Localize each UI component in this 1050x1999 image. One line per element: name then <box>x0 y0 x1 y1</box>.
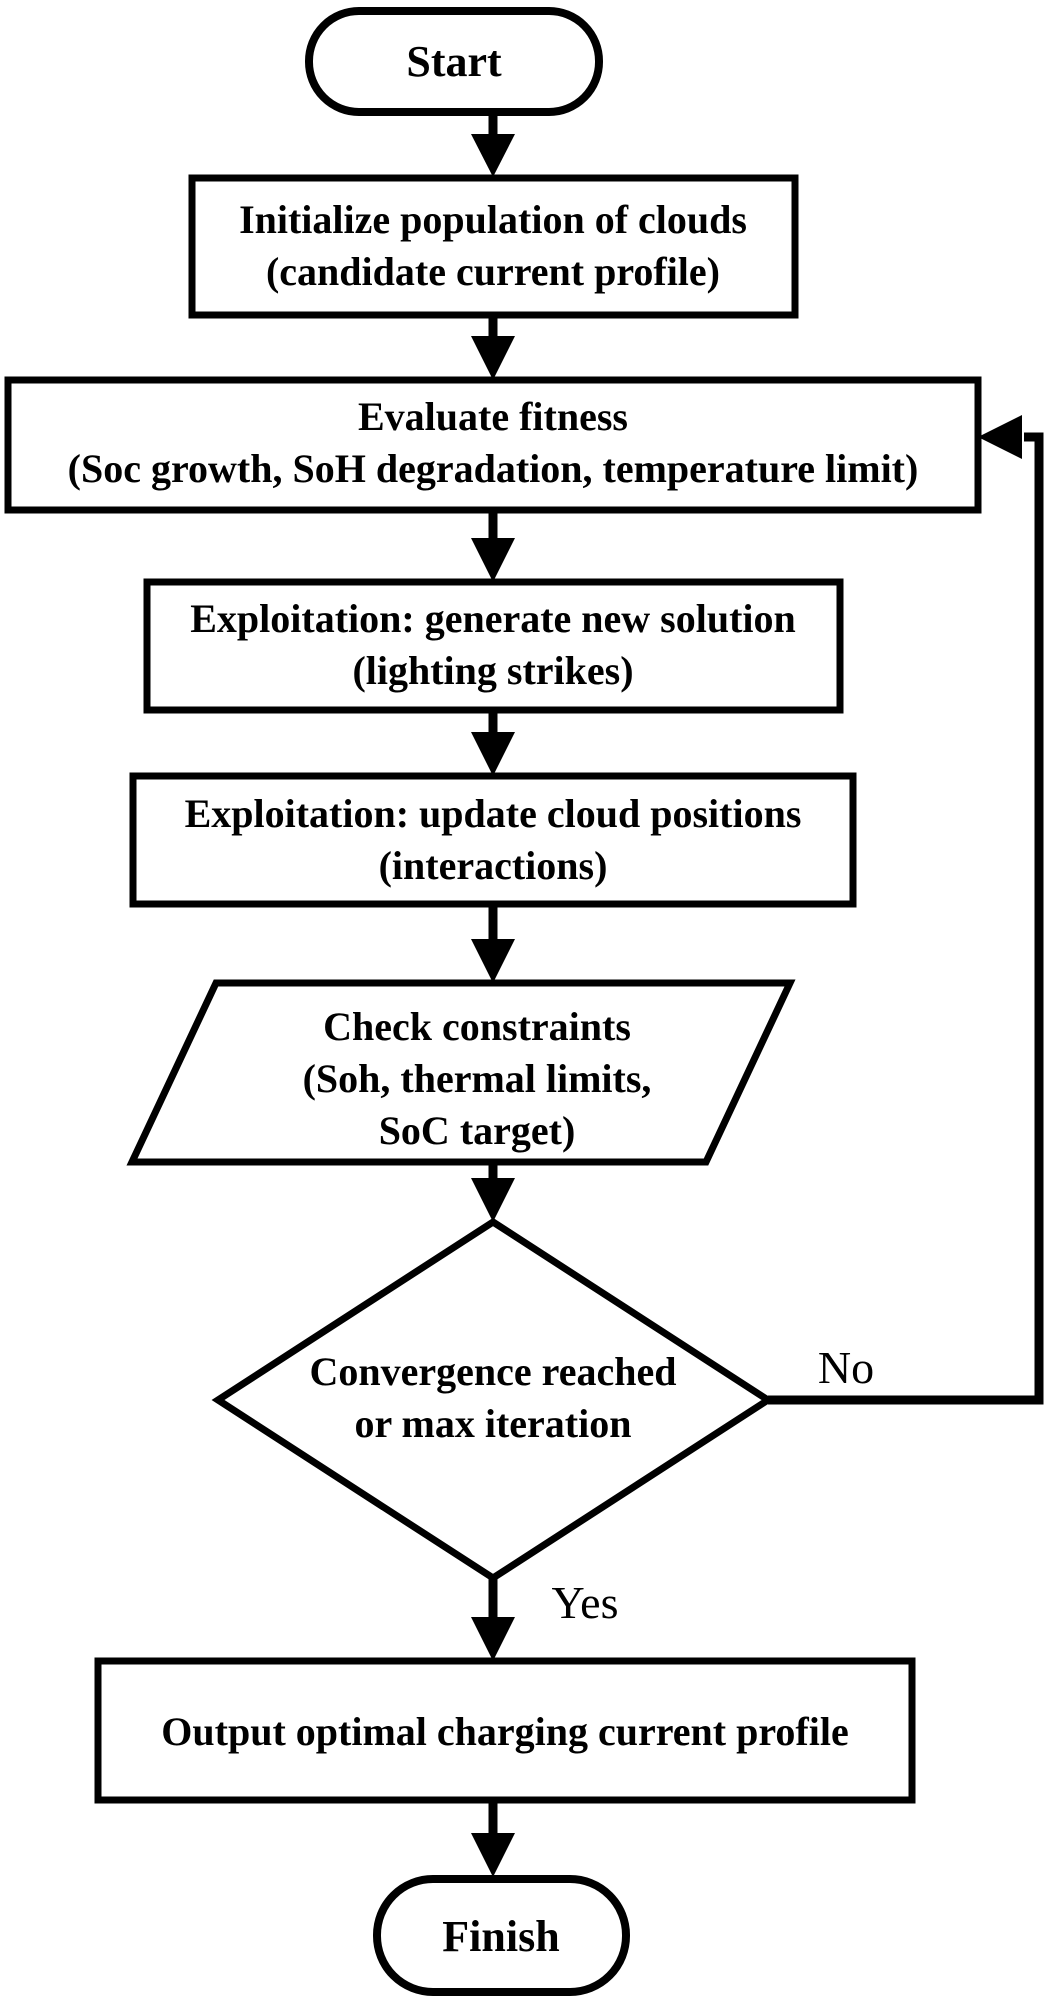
arrow-head-icon <box>471 939 515 983</box>
start-node: Start <box>305 7 603 116</box>
finish-node-shape <box>373 1875 630 1996</box>
arrow-evaluate-to-generate <box>471 510 515 582</box>
exploitation-update-line1: Exploitation: update cloud positions <box>185 791 802 836</box>
exploitation-update-node: Exploitation: update cloud positions (in… <box>129 772 857 908</box>
arrow-generate-to-update <box>471 710 515 776</box>
arrow-update-to-check <box>471 904 515 983</box>
arrow-head-icon <box>471 336 515 380</box>
convergence-decision-line2: or max iteration <box>355 1401 632 1446</box>
check-constraints-node-shape <box>126 979 796 1166</box>
convergence-decision-line1: Convergence reached <box>310 1349 677 1394</box>
exploitation-generate-line2: (lighting strikes) <box>352 648 633 693</box>
arrow-start-to-initialize <box>471 112 515 177</box>
arrow-decision-to-output: Yes <box>471 1577 618 1661</box>
check-constraints-line2: (Soh, thermal limits, <box>303 1056 652 1101</box>
arrow-head-icon <box>471 134 515 177</box>
finish-node: Finish <box>373 1875 630 1996</box>
initialize-node-shape <box>188 174 799 319</box>
arrow-head-icon <box>471 1833 515 1877</box>
arrow-head-icon <box>471 538 515 582</box>
check-constraints-node: Check constraints (Soh, thermal limits, … <box>126 979 796 1166</box>
start-node-label: Start <box>406 37 502 86</box>
convergence-decision-node-shape <box>211 1217 775 1583</box>
check-constraints-line1: Check constraints <box>323 1004 631 1049</box>
arrow-head-icon <box>471 1178 515 1222</box>
evaluate-fitness-line1: Evaluate fitness <box>358 394 628 439</box>
output-node-line1: Output optimal charging current profile <box>161 1709 848 1754</box>
evaluate-fitness-node: Evaluate fitness (Soc growth, SoH degrad… <box>4 376 982 514</box>
no-edge-label: No <box>818 1342 874 1393</box>
no-feedback-edge: No <box>768 415 1044 1405</box>
initialize-node: Initialize population of clouds (candida… <box>188 174 799 319</box>
exploitation-generate-node-shape <box>143 578 844 714</box>
arrow-head-icon <box>978 415 1022 459</box>
yes-edge-label: Yes <box>552 1577 619 1628</box>
feedback-line <box>768 432 1044 1405</box>
arrow-head-icon <box>471 1617 515 1661</box>
initialize-node-line1: Initialize population of clouds <box>239 197 747 242</box>
output-node: Output optimal charging current profile <box>94 1657 916 1804</box>
arrow-check-to-decision <box>471 1162 515 1222</box>
output-node-shape <box>94 1657 916 1804</box>
exploitation-generate-line1: Exploitation: generate new solution <box>190 596 796 641</box>
exploitation-update-line2: (interactions) <box>379 843 608 888</box>
check-constraints-line3: SoC target) <box>379 1108 576 1153</box>
convergence-decision-node: Convergence reached or max iteration <box>211 1217 775 1583</box>
initialize-node-line2: (candidate current profile) <box>266 249 720 294</box>
evaluate-fitness-line2: (Soc growth, SoH degradation, temperatur… <box>68 446 919 491</box>
arrow-initialize-to-evaluate <box>471 315 515 380</box>
exploitation-generate-node: Exploitation: generate new solution (lig… <box>143 578 844 714</box>
start-node-shape <box>305 7 603 116</box>
arrow-output-to-finish <box>471 1800 515 1877</box>
arrow-head-icon <box>471 732 515 776</box>
finish-node-label: Finish <box>442 1912 559 1961</box>
